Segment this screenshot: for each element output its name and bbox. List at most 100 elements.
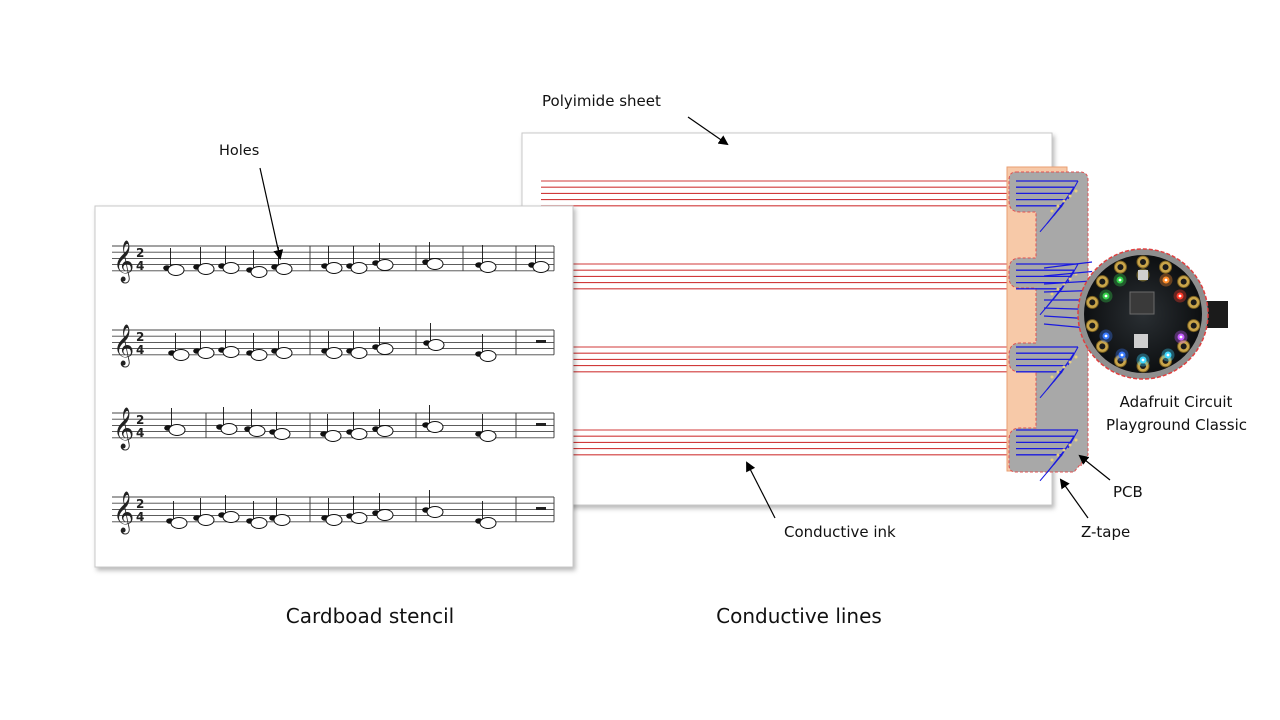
hole [350,262,368,274]
pcb-via [1062,448,1066,452]
time-signature-bottom: 4 [136,426,144,440]
music-staves: 𝄞24𝄞24𝄞24𝄞24 [112,240,555,534]
hole [275,263,293,275]
hole [220,423,238,435]
board-label-line1: Adafruit Circuit [1119,393,1233,411]
usb-connector [1206,301,1228,328]
board-led-highlight [1164,278,1168,282]
pcb-trace [1039,288,1063,316]
board-chip [1129,291,1155,315]
hole [376,343,394,355]
pcb-via [1056,370,1060,374]
hole [248,425,266,437]
circuit-playground-board [1077,248,1228,380]
stencil-caption: Cardboad stencil [285,604,455,628]
board-led-highlight [1104,294,1108,298]
hole [273,514,291,526]
rest [536,340,546,343]
hole [350,428,368,440]
hole [197,347,215,359]
board-pad-hole [1099,278,1106,285]
rest [536,423,546,426]
hole [168,424,186,436]
board-led-highlight [1118,278,1122,282]
treble-clef: 𝄞 [113,491,134,534]
board-pad-hole [1162,264,1169,271]
conductive-ink-arrow [746,461,776,519]
board-button [1134,334,1148,348]
conductive-ink-label: Conductive ink [784,523,896,541]
treble-clef: 𝄞 [113,240,134,283]
hole [273,428,291,440]
board-pad-hole [1180,343,1187,350]
z-tape-label: Z-tape [1081,523,1131,541]
board-pad-hole [1099,343,1106,350]
pcb-via [1050,375,1054,379]
hole [324,430,342,442]
board-pad-hole [1162,357,1169,364]
board-pad-hole [1117,264,1124,271]
pcb-via [1056,204,1060,208]
cardboard-stencil [94,205,574,568]
hole [222,262,240,274]
hole [376,259,394,271]
pcb-via [1050,292,1054,296]
treble-clef: 𝄞 [113,407,134,450]
pcb-via [1050,458,1054,462]
pcb-via [1074,438,1078,442]
pcb-trace [1039,371,1063,399]
polyimide-sheet-label: Polyimide sheet [542,92,661,110]
time-signature-top: 2 [136,246,144,260]
board-pad-hole [1190,322,1197,329]
hole [479,350,497,362]
pcb-trace [1039,205,1063,233]
hole [222,511,240,523]
hole [426,421,444,433]
pcb-via [1074,355,1078,359]
lines-caption: Conductive lines [716,604,882,628]
board-pad-hole [1190,299,1197,306]
time-signature-bottom: 4 [136,510,144,524]
board-led-highlight [1141,358,1145,362]
pcb-via [1068,360,1072,364]
pcb-via [1050,209,1054,213]
time-signature-top: 2 [136,330,144,344]
pcb-via [1056,287,1060,291]
hole [222,346,240,358]
hole [325,262,343,274]
holes-label: Holes [219,143,260,159]
pcb-via [1068,443,1072,447]
hole [250,517,268,529]
pcb-trace [1043,280,1093,285]
time-signature-top: 2 [136,413,144,427]
hole [250,349,268,361]
pcb-trace [1039,454,1063,482]
hole [479,261,497,273]
time-signature-bottom: 4 [136,343,144,357]
z-tape-arrow [1059,478,1089,519]
pcb-label: PCB [1113,483,1143,501]
hole [350,347,368,359]
hole [427,339,445,351]
board-led-highlight [1178,294,1182,298]
pcb-traces [1016,180,1093,482]
pcb-via [1056,453,1060,457]
rest [536,507,546,510]
board-led-highlight [1104,334,1108,338]
pcb-via [1068,194,1072,198]
hole [325,514,343,526]
hole [479,517,497,529]
pcb-trace [1043,270,1093,277]
board-button [1138,270,1148,280]
hole [426,258,444,270]
board-pad-hole [1140,363,1146,369]
hole [376,425,394,437]
pcb-via [1062,365,1066,369]
hole [172,349,190,361]
board-pad-hole [1140,259,1146,265]
hole [250,266,268,278]
treble-clef: 𝄞 [113,324,134,367]
pcb-arrow [1078,454,1111,481]
pcb-via [1062,199,1066,203]
